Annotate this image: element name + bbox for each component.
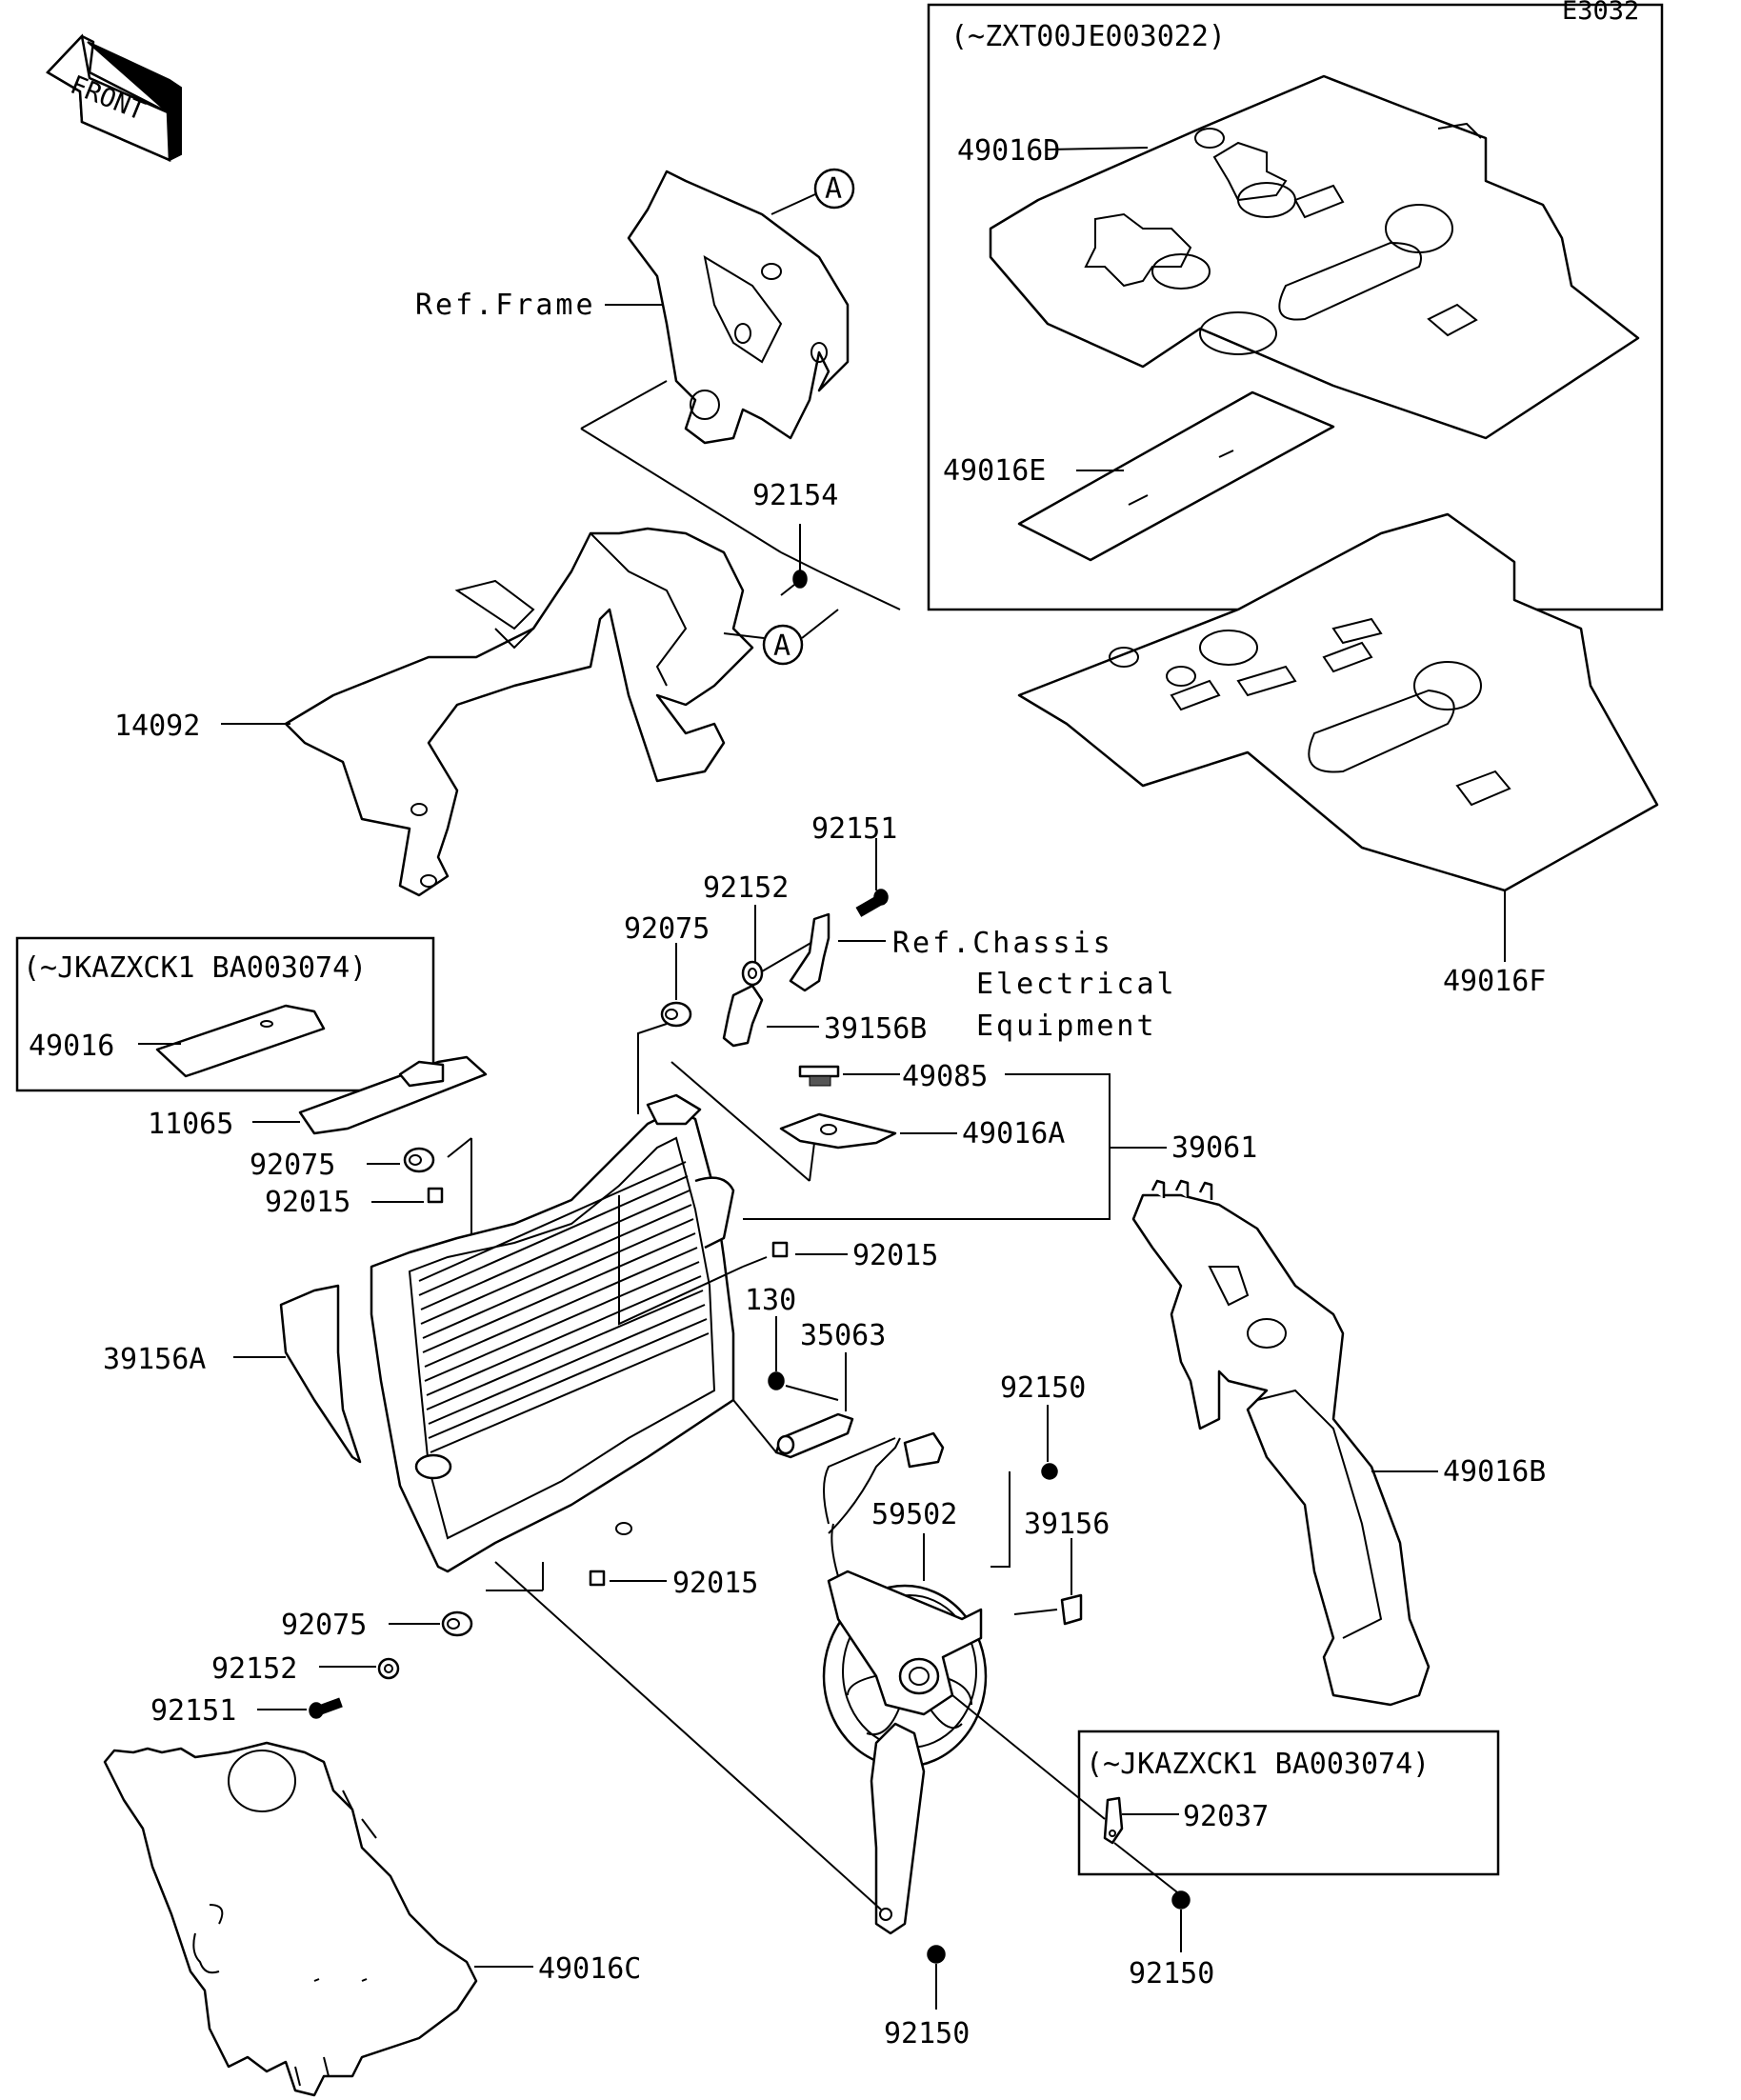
label-11065: 11065 bbox=[148, 1108, 233, 1141]
shield-49016B bbox=[1131, 1179, 1431, 1707]
label-92152-low: 92152 bbox=[211, 1652, 297, 1686]
shield-49016 bbox=[155, 1004, 326, 1078]
washer-92152-low bbox=[377, 1657, 400, 1680]
label-92151-low: 92151 bbox=[150, 1694, 236, 1728]
serial-range-top-right: (~ZXT00JE003022) bbox=[951, 20, 1226, 53]
duct-14092 bbox=[284, 527, 754, 897]
label-92075-low: 92075 bbox=[281, 1609, 367, 1642]
grommet-92075-top bbox=[660, 1001, 692, 1028]
plate-49016D bbox=[989, 74, 1640, 440]
label-92015-left: 92015 bbox=[265, 1186, 350, 1219]
pad-39156 bbox=[1060, 1593, 1083, 1626]
label-49085: 49085 bbox=[902, 1060, 988, 1093]
label-49016C: 49016C bbox=[538, 1952, 641, 1986]
pad-39156B bbox=[722, 984, 764, 1048]
label-14092: 14092 bbox=[114, 710, 200, 743]
gasket-11065 bbox=[298, 1055, 488, 1135]
shield-49016C bbox=[103, 1741, 478, 2097]
bolt-92151-low bbox=[309, 1697, 343, 1719]
clip-92037 bbox=[1103, 1796, 1124, 1845]
serial-box-left bbox=[15, 936, 435, 1092]
label-49016E: 49016E bbox=[943, 454, 1046, 488]
frame-section bbox=[627, 170, 850, 445]
label-59502: 59502 bbox=[871, 1498, 957, 1531]
serial-range-left: (~JKAZXCK1 BA003074) bbox=[23, 951, 367, 985]
plate-49016A bbox=[779, 1112, 897, 1150]
sheet-49016E bbox=[1017, 390, 1335, 562]
ref-frame: Ref.Frame bbox=[415, 289, 596, 322]
label-49016: 49016 bbox=[29, 1030, 114, 1063]
label-39156A: 39156A bbox=[103, 1343, 206, 1376]
bolt-130 bbox=[768, 1371, 785, 1390]
callout-A-bottom bbox=[762, 624, 804, 666]
callout-letter-bottom: A bbox=[773, 630, 790, 663]
plate-49016F bbox=[1017, 512, 1659, 892]
callout-letter-top: A bbox=[825, 172, 842, 206]
washer-92152-top bbox=[741, 960, 764, 987]
bolt-92151-top bbox=[855, 889, 889, 917]
label-92152-top: 92152 bbox=[703, 871, 789, 905]
stay-35063 bbox=[774, 1385, 854, 1459]
label-92151-top: 92151 bbox=[811, 812, 897, 846]
front-arrow-icon: FRONT bbox=[46, 33, 182, 162]
nut-92150-bottom bbox=[927, 1945, 946, 1964]
shroud-39156A bbox=[279, 1284, 362, 1464]
nut-92150-right bbox=[1171, 1890, 1191, 1910]
nut-92015-low bbox=[589, 1570, 606, 1587]
serial-box-bottom-right bbox=[1077, 1730, 1500, 1876]
bolt-92154 bbox=[780, 570, 808, 596]
label-49016B: 49016B bbox=[1443, 1455, 1546, 1489]
label-92015-mid: 92015 bbox=[852, 1239, 938, 1272]
radiator bbox=[370, 1093, 735, 1573]
label-39156: 39156 bbox=[1024, 1508, 1110, 1541]
nut-92015-left bbox=[427, 1187, 444, 1204]
label-130: 130 bbox=[745, 1284, 796, 1317]
nut-92015-mid bbox=[771, 1241, 789, 1258]
label-92150-right: 92150 bbox=[1129, 1957, 1214, 1990]
serial-range-bottom-right: (~JKAZXCK1 BA003074) bbox=[1086, 1748, 1430, 1781]
grommet-92075-low bbox=[441, 1610, 473, 1637]
ref-chassis-line3: Equipment bbox=[976, 1010, 1157, 1043]
label-92015-low: 92015 bbox=[672, 1567, 758, 1600]
ref-chassis-line1: Ref.Chassis bbox=[892, 927, 1113, 960]
label-39061: 39061 bbox=[1171, 1131, 1257, 1165]
grommet-92075-mid bbox=[403, 1147, 435, 1173]
chassis-bracket bbox=[789, 912, 830, 992]
label-35063: 35063 bbox=[800, 1319, 886, 1352]
label-92075-mid: 92075 bbox=[250, 1149, 335, 1182]
clip-49085 bbox=[798, 1065, 840, 1087]
fan-59502 bbox=[822, 1431, 988, 1935]
label-49016A: 49016A bbox=[962, 1117, 1065, 1150]
label-92037: 92037 bbox=[1183, 1800, 1269, 1833]
label-92150-top: 92150 bbox=[1000, 1371, 1086, 1405]
label-92154: 92154 bbox=[752, 479, 838, 512]
label-49016D: 49016D bbox=[957, 134, 1060, 168]
label-49016F: 49016F bbox=[1443, 965, 1546, 998]
ref-chassis-line2: Electrical bbox=[976, 968, 1177, 1001]
label-39156B: 39156B bbox=[824, 1012, 927, 1046]
callout-A-top bbox=[813, 168, 855, 210]
label-92150-bottom: 92150 bbox=[884, 2017, 970, 2050]
nut-92150-top bbox=[1041, 1463, 1058, 1480]
label-92075-top: 92075 bbox=[624, 912, 710, 946]
